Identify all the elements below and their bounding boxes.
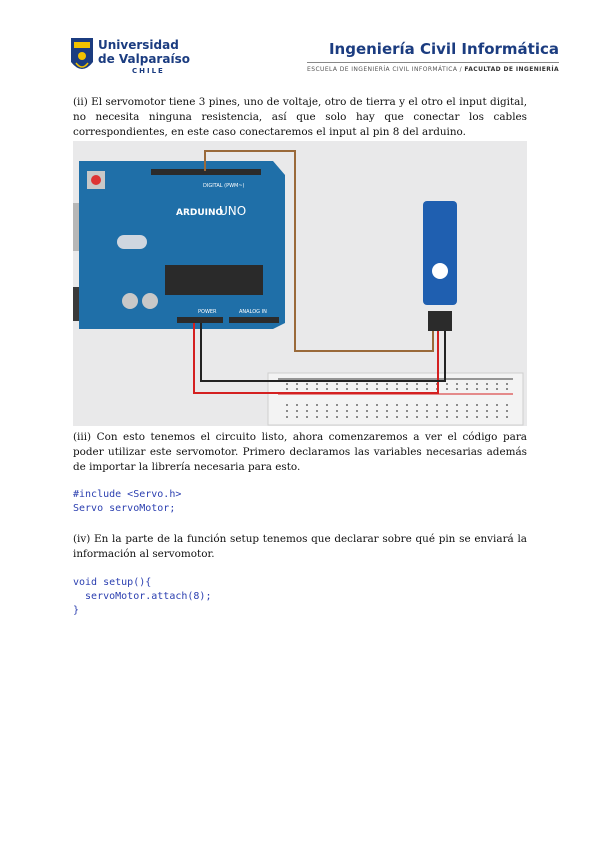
page-header: Universidad de Valparaíso CHILE Ingenier… [0,0,599,85]
power-label: POWER [198,309,217,315]
school-title: Ingeniería Civil Informática [328,40,559,58]
board-brand: ARDUINO [176,208,224,218]
board-label: UNO [219,204,246,218]
code-line: void setup(){ [73,577,152,588]
signal-wire [204,150,434,352]
university-line1: Universidad [98,38,179,52]
circuit-diagram: ARDUINO UNO DIGITAL (PWM~) POWER ANALOG … [73,141,527,426]
school-sub1: ESCUELA DE INGENIERÍA CIVIL INFORMÁTICA … [307,66,463,73]
servo-motor [423,201,457,331]
school-logo: Ingeniería Civil Informática ESCUELA DE … [307,40,559,73]
ground-wire [200,323,446,382]
digital-label: DIGITAL (PWM~) [203,183,245,189]
university-name: Universidad de Valparaíso [98,38,190,66]
school-subtitle: ESCUELA DE INGENIERÍA CIVIL INFORMÁTICA … [307,66,559,73]
code-line: servoMotor.attach(8); [73,591,212,602]
paragraph-iv: (iv) En la parte de la función setup ten… [73,533,527,560]
code-block-2: void setup(){ servoMotor.attach(8);} [73,576,211,618]
power-wire [193,323,439,394]
university-country: CHILE [132,67,165,75]
code-line: } [73,605,80,616]
school-sub2: FACULTAD DE INGENIERÍA [464,66,559,73]
arduino-board: ARDUINO UNO DIGITAL (PWM~) POWER ANALOG … [73,161,285,329]
university-line2: de Valparaíso [98,52,190,66]
code-line: #include <Servo.h> [73,489,182,500]
university-shield-icon [71,38,93,69]
circuit-figure: ARDUINO UNO DIGITAL (PWM~) POWER ANALOG … [73,141,527,426]
school-divider [307,62,559,63]
paragraph-iii: (iii) Con esto tenemos el circuito listo… [73,431,527,473]
code-line: Servo servoMotor; [73,503,176,514]
analog-label: ANALOG IN [239,309,267,315]
code-block-1: #include <Servo.h> Servo servoMotor; [73,488,181,516]
university-logo: Universidad de Valparaíso CHILE [70,34,190,80]
paragraph-ii: (ii) El servomotor tiene 3 pines, uno de… [73,96,527,138]
